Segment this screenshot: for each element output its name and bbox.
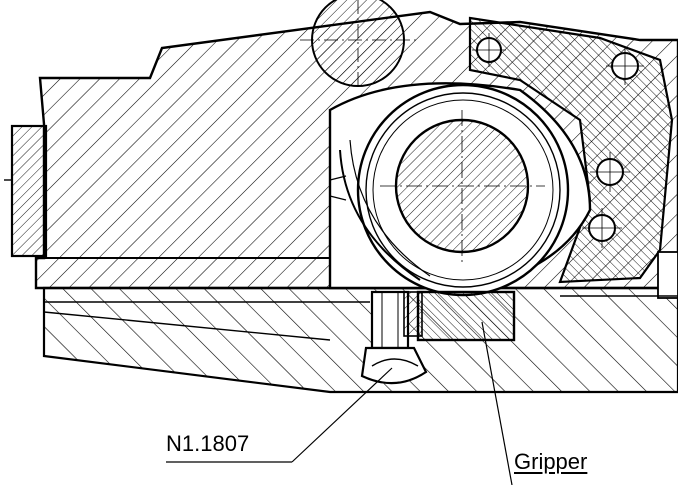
leader-line-part-number-angled [291,367,393,463]
bolt [360,290,428,385]
left-end-cap [4,124,48,258]
part-number-label: N1.1807 [166,431,250,456]
upper-boss [300,0,420,90]
leader-line-gripper [481,321,513,485]
screw-hole-3 [590,152,630,192]
gripper-block [416,290,516,342]
screw-hole-1 [472,33,506,67]
gripper-label: Gripper [514,449,588,474]
screw-hole-4 [582,208,622,248]
screw-hole-2 [606,47,644,85]
shaft [380,110,545,262]
right-edge-detail [560,251,678,299]
cam-plate [468,16,674,284]
